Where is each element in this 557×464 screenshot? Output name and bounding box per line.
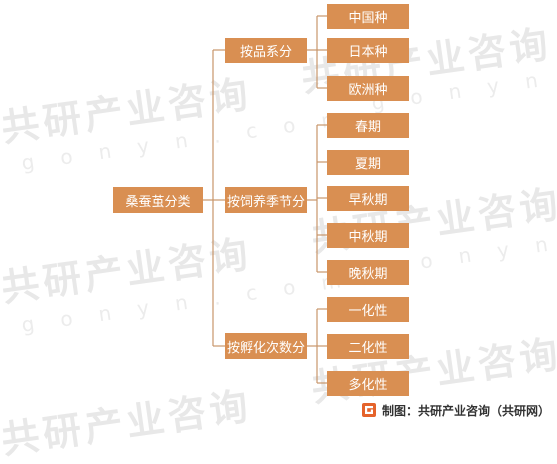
source-footer: 制图：共研产业咨询（共研网） (362, 400, 550, 420)
category-node-season: 按饲养季节分 (225, 187, 307, 213)
gonyn-logo-icon (362, 403, 376, 417)
leaf-node: 夏期 (327, 150, 409, 175)
leaf-node: 中国种 (327, 4, 409, 29)
leaf-node: 多化性 (327, 371, 409, 396)
leaf-node: 一化性 (327, 297, 409, 322)
leaf-node: 日本种 (327, 38, 409, 63)
category-node-hatching: 按孵化次数分 (225, 333, 307, 359)
leaf-node: 早秋期 (327, 186, 409, 211)
source-text: 制图：共研产业咨询（共研网） (382, 403, 551, 418)
category-node-strain: 按品系分 (225, 38, 307, 63)
leaf-node: 欧洲种 (327, 76, 409, 101)
leaf-node: 二化性 (327, 334, 409, 359)
leaf-node: 中秋期 (327, 223, 409, 248)
connector-lines (203, 15, 327, 384)
leaf-node: 晚秋期 (327, 260, 409, 285)
root-node: 桑蚕茧分类 (113, 187, 203, 213)
diagram-canvas: 共研产业咨询 g o n y n . c o m 共研产业咨询 g o n y … (0, 4, 557, 462)
leaf-node: 春期 (327, 113, 409, 138)
